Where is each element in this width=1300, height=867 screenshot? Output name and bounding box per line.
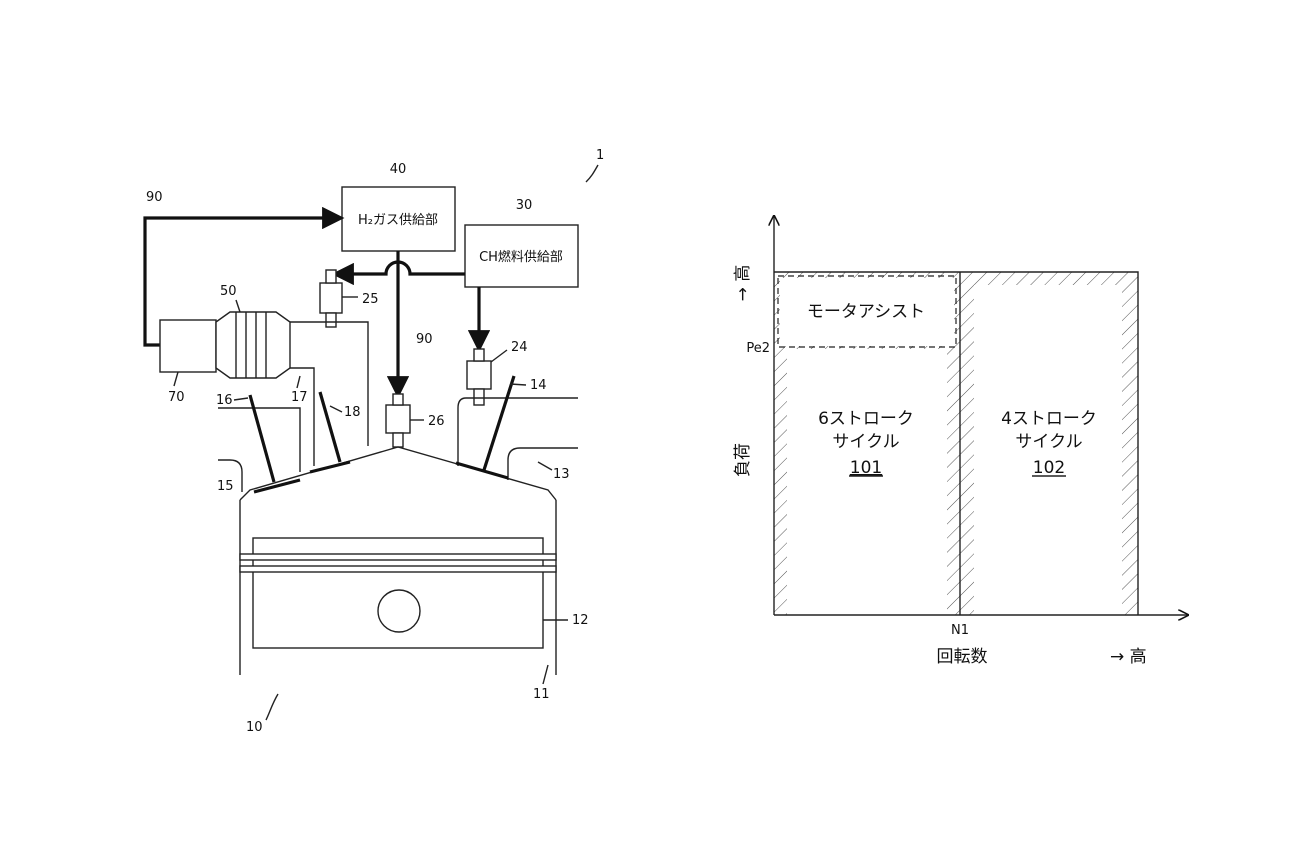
injector-24 (466, 360, 492, 390)
injector-26 (385, 404, 411, 434)
ref-exhaust-port-right: 13 (553, 467, 570, 482)
muffler-70 (159, 319, 217, 373)
ref-24-leader (490, 349, 508, 363)
ref-block: 11 (533, 687, 550, 702)
injector-25-tip (325, 312, 337, 328)
ref-port-left: 15 (217, 479, 234, 494)
ref-engine: 10 (246, 720, 263, 735)
valve-16-stem (248, 394, 276, 483)
ch-feed-to-25 (331, 260, 465, 286)
ref-valve-18: 18 (344, 405, 361, 420)
ref-11-leader (542, 664, 549, 685)
ref-70-leader (173, 371, 179, 387)
ref-ch-supply: 30 (516, 198, 533, 213)
ref-cylinder: 12 (572, 613, 589, 628)
valve-seats-left (253, 460, 351, 494)
region-6stroke-inner (787, 349, 947, 615)
ref-18-leader (329, 405, 343, 413)
ref-path-90-mid: 90 (416, 332, 433, 347)
x-axis-label: 回転数 (937, 647, 988, 667)
engine-diagram: 1 H₂ガス供給部 40 CH燃料供給部 30 90 90 25 24 (143, 148, 604, 735)
exhaust-pipe-outer (290, 321, 369, 446)
exhaust-pipe-inner (290, 367, 315, 466)
ref-13-leader (537, 461, 553, 471)
right-port-inner (507, 447, 578, 480)
catalyst-50 (215, 311, 291, 379)
ref-14-leader (509, 383, 527, 386)
h2-supply-box (341, 186, 456, 252)
injector-25-top (325, 269, 337, 284)
ref-path-90-top: 90 (146, 190, 163, 205)
piston-pin (377, 589, 421, 633)
ch-supply-label: CH燃料供給部 (479, 249, 563, 265)
ch-supply-box (464, 224, 579, 288)
left-port-outer (218, 407, 301, 472)
region-motor-assist-label: モータアシスト (807, 302, 925, 322)
h2-supply-label: H₂ガス供給部 (358, 213, 438, 228)
x-axis-high: → 高 (1110, 647, 1147, 667)
ref-10-leader (265, 693, 279, 721)
region-outer-border (774, 271, 1139, 615)
region-4stroke-line1: 4ストローク (1001, 409, 1097, 429)
valve-18-stem (318, 391, 342, 463)
piston-ring-1 (239, 553, 557, 561)
region-4stroke-ref: 102 (1033, 458, 1065, 478)
right-port-outer (457, 397, 578, 466)
ref-h2-supply: 40 (390, 162, 407, 177)
piston-ring-2 (239, 565, 557, 573)
ref-system-label: 1 (596, 148, 604, 163)
ref-50-leader (235, 299, 241, 313)
region-4stroke-inner (974, 285, 1122, 615)
injector-24-top (473, 348, 485, 362)
motor-assist-dashed-box (777, 275, 957, 348)
ref-16-leader (233, 397, 249, 401)
cylinder-head-roof (239, 446, 557, 501)
ref-17-leader (296, 375, 301, 389)
ref-valve-right: 14 (530, 378, 547, 393)
ref-injector-25: 25 (362, 292, 379, 307)
ref-injector-24: 24 (511, 340, 528, 355)
region-6stroke-ref: 101 (850, 458, 882, 478)
left-port-upper (218, 459, 243, 492)
y-tick-pe2: Pe2 (746, 341, 770, 356)
recirculation-line-90 (143, 206, 345, 347)
ref-valve-16: 16 (216, 393, 233, 408)
injector-24-tip (473, 388, 485, 406)
x-tick-n1: N1 (951, 623, 969, 638)
ref-pipe-17: 17 (291, 390, 308, 405)
region-4stroke-line2: サイクル (1015, 432, 1082, 452)
injector-25 (319, 282, 343, 314)
ref-catalyst: 50 (220, 284, 237, 299)
y-axis-label: 負荷 (733, 443, 753, 477)
region-motor-assist (780, 278, 954, 346)
injector-26-tip (392, 432, 404, 448)
region-6stroke-line2: サイクル (832, 432, 899, 452)
ref-muffler: 70 (168, 390, 185, 405)
region-6stroke-line1: 6ストローク (818, 409, 914, 429)
y-axis-high: → 高 (733, 265, 753, 302)
ref-injector-26: 26 (428, 414, 445, 429)
ref-system-leader (585, 164, 599, 183)
region-chart: N1 Pe2 回転数 → 高 負荷 → 高 モータアシスト 6ストローク サイク… (733, 216, 1188, 667)
valve-14-stem (482, 375, 516, 471)
valve-seat-right (455, 461, 509, 480)
injector-26-top (392, 393, 404, 406)
